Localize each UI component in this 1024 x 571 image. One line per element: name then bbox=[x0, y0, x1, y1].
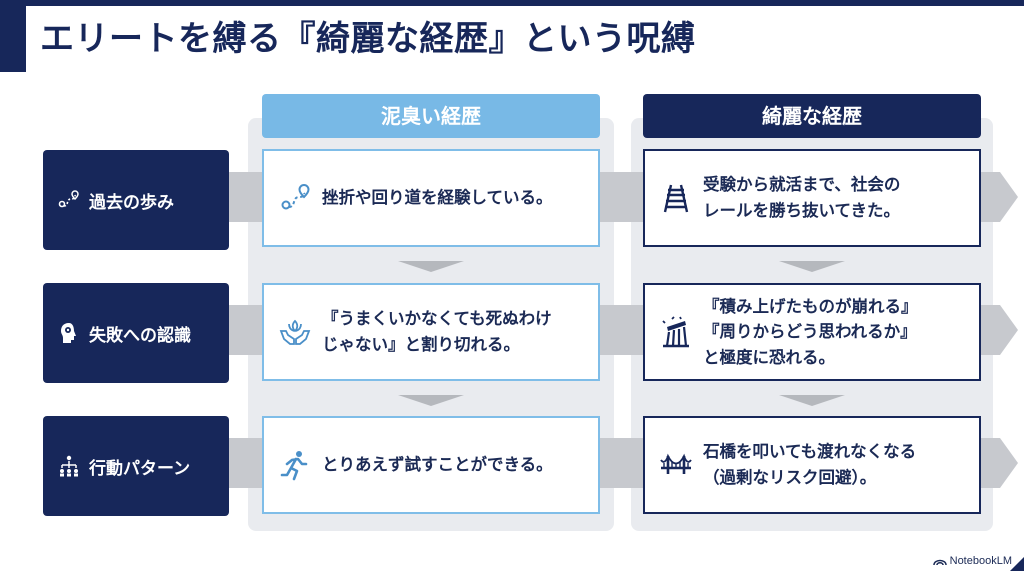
card-text-line: と極度に恐れる。 bbox=[703, 347, 835, 367]
row-label-failure: 失敗への認識 bbox=[43, 283, 229, 383]
band-arrow-3 bbox=[1000, 438, 1018, 488]
down-arrow-left-2 bbox=[398, 395, 464, 406]
band-arrow-1 bbox=[1000, 172, 1018, 222]
band-arrow-2 bbox=[1000, 305, 1018, 355]
card-muddy-failure: 『うまくいかなくても死ぬわけ じゃない』と割り切れる。 bbox=[262, 283, 600, 381]
title-accent-bar bbox=[0, 6, 26, 72]
row-label-text: 失敗への認識 bbox=[89, 325, 191, 346]
card-text-line: 受験から就活まで、社会の bbox=[703, 175, 901, 195]
hands-plant-icon bbox=[279, 319, 311, 345]
row-label-past: 過去の歩み bbox=[43, 150, 229, 250]
down-arrow-right-2 bbox=[779, 395, 845, 406]
top-bar bbox=[0, 0, 1024, 6]
card-text-line: 『積み上げたものが崩れる』 bbox=[703, 296, 918, 316]
row-label-behavior: 行動パターン bbox=[43, 416, 229, 516]
route-icon bbox=[281, 183, 310, 210]
notebooklm-logo-icon bbox=[932, 559, 947, 566]
bridge-icon bbox=[660, 453, 692, 474]
down-arrow-left-1 bbox=[398, 261, 464, 272]
corner-triangle bbox=[1010, 557, 1024, 571]
card-text-line: （過剰なリスク回避）。 bbox=[703, 468, 877, 487]
card-text-line: 『周りからどう思われるか』 bbox=[703, 322, 917, 342]
card-muddy-behavior: とりあえず試すことができる。 bbox=[262, 416, 600, 514]
running-person-icon bbox=[280, 451, 308, 481]
column-header-clean-career: 綺麗な経歴 bbox=[643, 94, 981, 138]
route-icon bbox=[58, 190, 79, 208]
card-text-line: レールを勝ち抜いてきた。 bbox=[703, 201, 901, 220]
card-text-line: 挫折や回り道を経験している。 bbox=[322, 188, 553, 208]
column-header-muddy-career: 泥臭い経歴 bbox=[262, 94, 600, 138]
down-arrow-right-1 bbox=[779, 261, 845, 272]
brand-text: NotebookLM bbox=[949, 555, 1012, 567]
card-text-line: 石橋を叩いても渡れなくなる bbox=[703, 442, 917, 462]
card-clean-failure: 『積み上げたものが崩れる』 『周りからどう思われるか』 と極度に恐れる。 bbox=[643, 283, 981, 381]
brand-watermark: NotebookLM bbox=[932, 555, 1012, 567]
card-clean-behavior: 石橋を叩いても渡れなくなる （過剰なリスク回避）。 bbox=[643, 416, 981, 514]
railway-track-icon bbox=[663, 184, 689, 213]
collapsing-building-icon bbox=[662, 316, 689, 348]
card-clean-past: 受験から就活まで、社会の レールを勝ち抜いてきた。 bbox=[643, 149, 981, 247]
head-gears-icon bbox=[61, 323, 76, 343]
page-title: エリートを縛る『綺麗な経歴』という呪縛 bbox=[40, 19, 696, 59]
card-muddy-past: 挫折や回り道を経験している。 bbox=[262, 149, 600, 247]
row-label-text: 過去の歩み bbox=[89, 192, 174, 213]
team-structure-icon bbox=[60, 455, 78, 477]
card-text-line: 『うまくいかなくても死ぬわけ bbox=[322, 309, 552, 329]
row-label-text: 行動パターン bbox=[89, 458, 191, 479]
card-text-line: とりあえず試すことができる。 bbox=[322, 455, 553, 475]
card-text-line: じゃない』と割り切れる。 bbox=[322, 335, 520, 354]
